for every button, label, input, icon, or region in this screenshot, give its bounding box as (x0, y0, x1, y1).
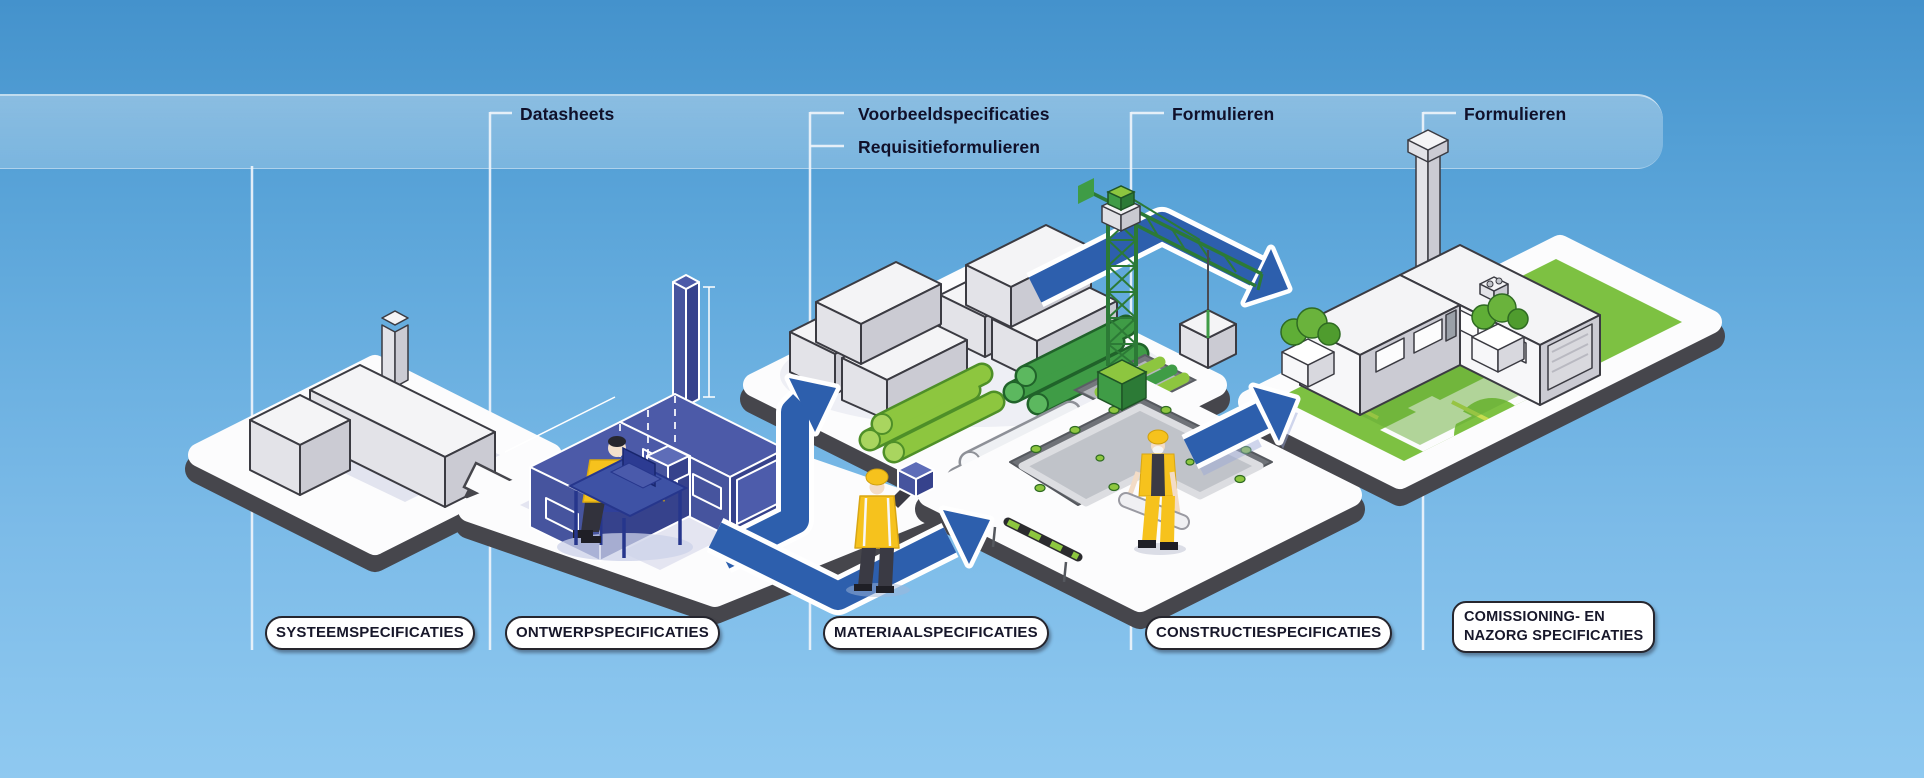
engineer-at-desk (557, 436, 693, 561)
chimney-top (381, 310, 409, 326)
window (1413, 318, 1443, 354)
pill-line-1: COMISSIONING- EN (1464, 609, 1605, 625)
safety-barrier (991, 517, 1083, 583)
dimension-line (504, 396, 616, 453)
stage-pill-constructiespecificaties: CONSTRUCTIESPECIFICATIES (1145, 616, 1393, 650)
finished-building (1299, 244, 1601, 416)
garage-door (1547, 323, 1593, 391)
crane-base (1096, 359, 1148, 412)
desk-top (567, 456, 689, 518)
cap-top (1407, 129, 1449, 151)
shoe (1138, 540, 1156, 548)
crane-cab (1101, 185, 1141, 232)
window (692, 473, 722, 510)
person-legs (581, 502, 605, 532)
hanging-load (1179, 309, 1237, 369)
building-shadow-on-lawn (1360, 365, 1520, 445)
door (1445, 309, 1457, 342)
window (1375, 337, 1405, 373)
stage-systeem-platform (185, 310, 565, 572)
box-right (860, 283, 942, 365)
stage-pill-systeemspecificaties: SYSTEEMSPECIFICATIES (265, 616, 475, 650)
bush (1317, 322, 1341, 346)
worker-with-model (846, 460, 935, 597)
blueprint-chimney-top (672, 274, 700, 290)
person-hair (608, 436, 626, 447)
pipes-green-light (858, 362, 1006, 464)
blueprint-chimney-left (672, 281, 687, 407)
safety-vest (854, 495, 900, 549)
annotation-voorbeeldspecificaties: Voorbeeldspecificaties (858, 104, 1050, 124)
shoe (581, 536, 601, 543)
vest-stripe (862, 497, 868, 547)
worker-leg (858, 548, 876, 586)
worker-leg (878, 548, 894, 588)
desk-legs (574, 491, 682, 558)
laptop-base (609, 462, 663, 489)
dust-mask (1152, 446, 1164, 454)
top-band (0, 94, 1663, 169)
stage-pill-materiaalspecificaties: MATERIAALSPECIFICATIES (823, 616, 1049, 650)
worker-shirt (1151, 454, 1165, 496)
arrow-ontwerp-to-constructie (706, 505, 995, 615)
dimension-line (703, 286, 715, 398)
annotation-requisitieformulieren: Requisitieformulieren (858, 137, 1040, 157)
hard-hat (865, 468, 889, 486)
annotation-formulieren-2: Formulieren (1464, 104, 1567, 124)
model-box-top (646, 445, 690, 467)
worker-leg (1160, 496, 1175, 544)
stage-pill-ontwerpspecificaties: ONTWERPSPECIFICATIES (505, 616, 720, 650)
stage-pill-comissioning-nazorg: COMISSIONING- EN NAZORG SPECIFICATIES (1452, 601, 1656, 653)
cube-wall-right (299, 419, 351, 496)
worker-arm (1169, 471, 1181, 515)
blueprint-model-box (897, 460, 935, 498)
bush (1507, 308, 1529, 330)
counter-weight (1078, 178, 1094, 204)
worker-leg (1142, 496, 1160, 542)
annotation-formulieren-1: Formulieren (1172, 104, 1275, 124)
construction-pit (1009, 396, 1273, 507)
shoe (1160, 542, 1178, 550)
hard-hat (1147, 429, 1169, 445)
tower-crane (1078, 178, 1264, 412)
stage-comissioning-platform (1235, 129, 1725, 506)
blueprint-chimney-right (685, 281, 700, 407)
pill-line-2: NAZORG SPECIFICATIES (1464, 628, 1644, 644)
vest-stripe (886, 497, 892, 547)
shoe (876, 586, 894, 593)
shoe (854, 584, 872, 591)
annotation-datasheets: Datasheets (520, 104, 615, 124)
worker-with-plans (1118, 429, 1190, 555)
bushes (1280, 293, 1529, 388)
arrow-constructie-to-comissioning (1181, 382, 1301, 476)
chimney-right (394, 324, 409, 388)
blueprint-building (504, 274, 786, 562)
pit-floor (1018, 403, 1264, 507)
